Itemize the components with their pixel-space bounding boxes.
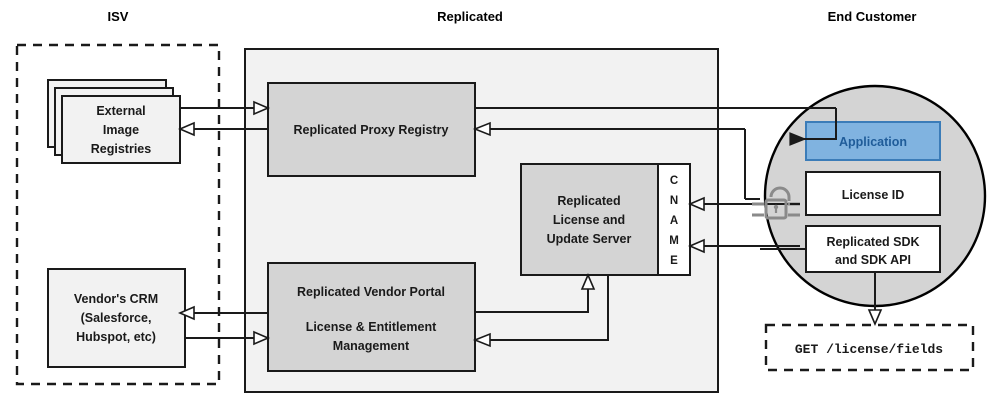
arrowhead-portal-to-license-server bbox=[580, 272, 596, 290]
replicated-sdk-label-2: and SDK API bbox=[835, 253, 911, 267]
zone-title-replicated: Replicated bbox=[437, 9, 503, 24]
connection-overlay-layer bbox=[745, 108, 837, 250]
node-replicated-license-and-update-server[interactable]: Replicated License and Update Server bbox=[520, 163, 659, 276]
replicated-vendor-portal-box bbox=[267, 262, 476, 372]
external-image-registries-front bbox=[61, 95, 181, 164]
get-license-fields-box bbox=[764, 323, 975, 372]
arrowhead-to-registries bbox=[177, 121, 195, 137]
connector-portal-to-license-server bbox=[475, 280, 589, 313]
node-cname-tab[interactable]: C N A M E bbox=[657, 163, 691, 276]
node-replicated-proxy-registry[interactable]: Replicated Proxy Registry bbox=[267, 82, 476, 177]
vendors-crm-box bbox=[47, 268, 186, 368]
zone-title-isv: ISV bbox=[108, 9, 129, 24]
cname-letter-m: M bbox=[669, 235, 679, 247]
arrowhead-application-to-proxy bbox=[472, 121, 491, 137]
node-application[interactable]: Application bbox=[805, 121, 941, 161]
external-image-registries-label-2: Image bbox=[103, 123, 139, 137]
arrowhead-portal-to-crm bbox=[177, 305, 195, 321]
connector-proxy-to-application-seg2 bbox=[793, 108, 837, 140]
arrowhead-license-server-to-portal bbox=[472, 332, 491, 348]
connector-license-server-to-portal bbox=[487, 275, 609, 341]
license-update-server-label-2: License and bbox=[553, 213, 625, 227]
node-external-image-registries[interactable]: External Image Registries bbox=[47, 79, 181, 164]
node-get-license-fields[interactable]: GET /license/fields bbox=[764, 323, 975, 372]
license-id-label: License ID bbox=[842, 188, 905, 202]
arrowhead-sdk-to-cname bbox=[687, 238, 705, 254]
license-id-box bbox=[805, 171, 941, 216]
replicated-proxy-registry-box bbox=[267, 82, 476, 177]
vendor-portal-label-1: Replicated Vendor Portal bbox=[297, 285, 445, 299]
arrowhead-crm-to-portal bbox=[253, 330, 271, 346]
cname-letter-n: N bbox=[670, 195, 678, 207]
node-replicated-sdk-and-sdk-api[interactable]: Replicated SDK and SDK API bbox=[805, 225, 941, 273]
arrowhead-licenseid-to-cname bbox=[687, 196, 705, 212]
license-update-server-label-3: Update Server bbox=[547, 232, 632, 246]
cname-letter-c: C bbox=[670, 175, 678, 187]
application-box bbox=[805, 121, 941, 161]
application-label: Application bbox=[839, 135, 907, 149]
replicated-sdk-label-1: Replicated SDK bbox=[826, 235, 919, 249]
replicated-sdk-box bbox=[805, 225, 941, 273]
vendors-crm-label-1: Vendor's CRM bbox=[74, 292, 158, 306]
external-image-registries-label-3: Registries bbox=[91, 142, 151, 156]
vendor-portal-label-2: License & Entitlement bbox=[306, 320, 437, 334]
external-image-registries-label-1: External bbox=[96, 104, 145, 118]
cname-letter-e: E bbox=[670, 255, 678, 267]
node-replicated-vendor-portal[interactable]: Replicated Vendor Portal License & Entit… bbox=[267, 262, 476, 372]
license-update-server-label-1: Replicated bbox=[557, 194, 620, 208]
node-vendors-crm[interactable]: Vendor's CRM (Salesforce, Hubspot, etc) bbox=[47, 268, 186, 368]
replicated-proxy-registry-label: Replicated Proxy Registry bbox=[294, 123, 449, 137]
zone-title-end-customer: End Customer bbox=[828, 9, 917, 24]
node-license-id[interactable]: License ID bbox=[805, 171, 941, 216]
isv-zone-boundary bbox=[15, 43, 221, 386]
connection-layer bbox=[180, 107, 876, 341]
arrowhead-to-application bbox=[789, 132, 807, 146]
arrowhead-layer bbox=[177, 100, 883, 348]
vendor-portal-label-3: Management bbox=[333, 339, 410, 353]
arrowhead-to-proxy-registry bbox=[253, 100, 271, 116]
cname-tab-box bbox=[657, 163, 691, 276]
arrowhead-sdk-to-api-call bbox=[867, 309, 883, 327]
cname-letter-a: A bbox=[670, 215, 678, 227]
vendors-crm-label-3: Hubspot, etc) bbox=[76, 330, 156, 344]
get-license-fields-label: GET /license/fields bbox=[795, 342, 943, 357]
vendors-crm-label-2: (Salesforce, bbox=[81, 311, 152, 325]
